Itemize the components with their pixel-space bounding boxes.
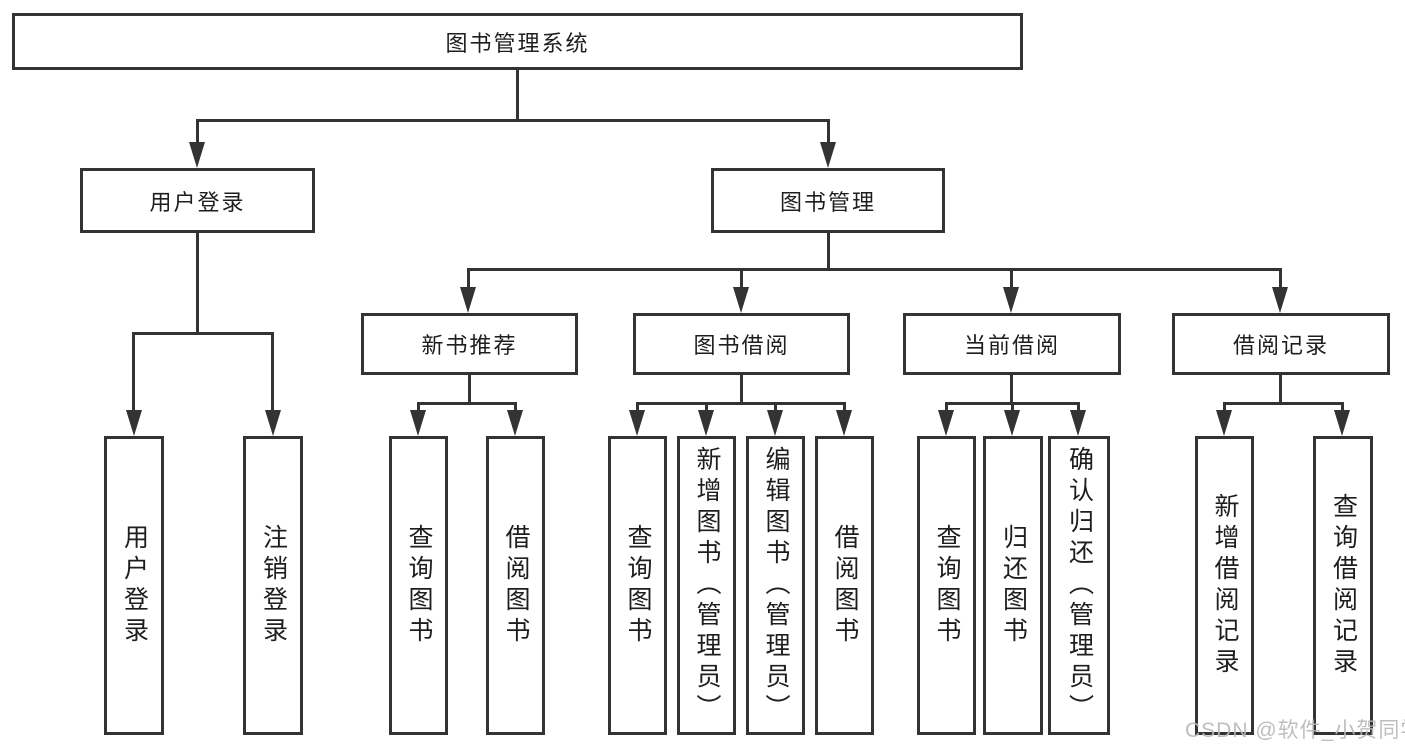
arrow-down-icon [460, 287, 476, 313]
leaf-query-books-current: 查询图书 [917, 436, 976, 735]
connector-vline [196, 119, 199, 147]
node-label: 查询图书 [624, 523, 652, 648]
arrow-down-icon [733, 287, 749, 313]
node-label: 查询图书 [405, 523, 433, 648]
node-label: 用户登录 [120, 523, 149, 648]
connector-vline [132, 332, 135, 412]
leaf-return-books: 归还图书 [983, 436, 1043, 735]
leaf-borrow-books: 借阅图书 [815, 436, 874, 735]
node-library-management-system: 图书管理系统 [12, 13, 1023, 70]
node-label: 查询借阅记录 [1329, 492, 1358, 679]
node-label: 查询图书 [933, 523, 961, 648]
node-label: 用户登录 [149, 189, 246, 215]
node-label: 借阅图书 [502, 523, 530, 648]
connector-vline [1279, 373, 1282, 405]
node-new-book-recommendation: 新书推荐 [361, 313, 578, 375]
arrow-down-icon [938, 410, 954, 436]
arrow-down-icon [189, 142, 205, 168]
connector-hline [467, 268, 1281, 271]
leaf-borrow-books-recommend: 借阅图书 [486, 436, 545, 735]
connector-hline [132, 332, 274, 335]
node-label: 图书借阅 [693, 333, 790, 358]
connector-vline [843, 402, 846, 412]
connector-vline [827, 119, 830, 147]
connector-vline [636, 402, 639, 412]
arrow-down-icon [820, 142, 836, 168]
connector-vline [1341, 402, 1344, 412]
leaf-logout: 注销登录 [243, 436, 303, 735]
watermark: CSDN @软件_小贺同学 [1185, 719, 1405, 742]
connector-vline [945, 402, 948, 412]
arrow-down-icon [1334, 410, 1350, 436]
connector-hline [417, 402, 517, 405]
node-label: 新增图书（管理员） [693, 446, 721, 725]
arrow-down-icon [507, 410, 523, 436]
connector-vline [740, 373, 743, 405]
connector-vline [516, 68, 519, 122]
node-label: 图书管理系统 [445, 30, 590, 56]
node-label: 借阅记录 [1232, 333, 1329, 358]
arrow-down-icon [126, 410, 142, 436]
node-label: 编辑图书（管理员） [762, 446, 790, 725]
node-label: 图书管理 [779, 189, 876, 215]
node-label: 新书推荐 [421, 333, 518, 358]
leaf-add-borrow-record: 新增借阅记录 [1195, 436, 1254, 735]
node-label: 确认归还（管理员） [1065, 446, 1094, 725]
leaf-user-login: 用户登录 [104, 436, 164, 735]
arrow-down-icon [1003, 287, 1019, 313]
arrow-down-icon [1070, 410, 1086, 436]
leaf-query-borrow-record: 查询借阅记录 [1313, 436, 1373, 735]
node-label: 归还图书 [999, 523, 1028, 648]
connector-vline [1011, 402, 1014, 412]
arrow-down-icon [629, 410, 645, 436]
connector-vline [740, 268, 743, 291]
connector-vline [1279, 268, 1282, 291]
leaf-edit-book-admin: 编辑图书（管理员） [746, 436, 805, 735]
connector-vline [1010, 373, 1013, 405]
connector-vline [271, 332, 274, 412]
connector-vline [705, 402, 708, 412]
connector-hline [196, 119, 830, 122]
connector-vline [1077, 402, 1080, 412]
arrow-down-icon [767, 410, 783, 436]
connector-vline [827, 231, 830, 271]
connector-vline [774, 402, 777, 412]
node-book-borrowing: 图书借阅 [633, 313, 850, 375]
connector-vline [468, 373, 471, 405]
connector-vline [1010, 268, 1013, 291]
node-current-borrowing: 当前借阅 [903, 313, 1121, 375]
arrow-down-icon [836, 410, 852, 436]
leaf-confirm-return-admin: 确认归还（管理员） [1048, 436, 1110, 735]
leaf-query-books-borrow: 查询图书 [608, 436, 667, 735]
node-book-management: 图书管理 [711, 168, 945, 233]
arrow-down-icon [1216, 410, 1232, 436]
arrow-down-icon [698, 410, 714, 436]
connector-vline [467, 268, 470, 291]
node-label: 借阅图书 [831, 523, 859, 648]
arrow-down-icon [1272, 287, 1288, 313]
arrow-down-icon [1004, 410, 1020, 436]
connector-vline [417, 402, 420, 412]
node-label: 新增借阅记录 [1211, 492, 1239, 679]
connector-vline [196, 231, 199, 335]
node-user-login: 用户登录 [80, 168, 315, 233]
leaf-query-books-recommend: 查询图书 [389, 436, 448, 735]
arrow-down-icon [265, 410, 281, 436]
connector-vline [1223, 402, 1226, 412]
connector-hline [636, 402, 845, 405]
node-borrowing-records: 借阅记录 [1172, 313, 1390, 375]
leaf-add-book-admin: 新增图书（管理员） [677, 436, 736, 735]
arrow-down-icon [410, 410, 426, 436]
connector-vline [514, 402, 517, 412]
node-label: 当前借阅 [963, 333, 1060, 358]
node-label: 注销登录 [259, 523, 288, 648]
connector-hline [1223, 402, 1343, 405]
